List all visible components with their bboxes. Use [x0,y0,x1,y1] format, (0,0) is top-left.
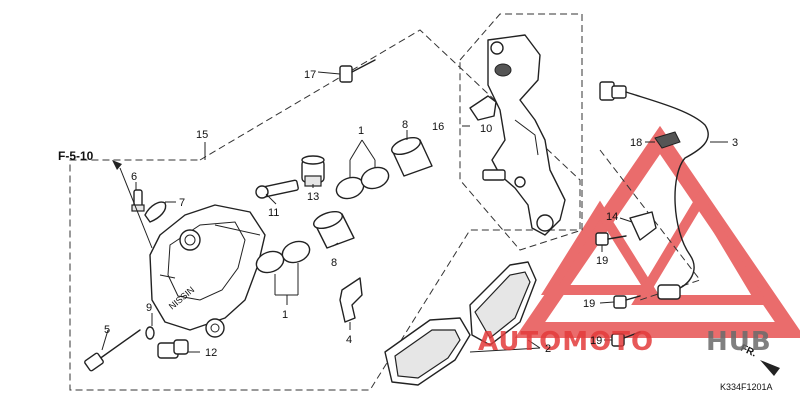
bleeder-cap [144,201,167,223]
retainer-clip [469,95,497,121]
slide-pin [255,179,299,199]
bracket-bolt [339,59,376,83]
piston-seals-lower [255,240,311,274]
callout-12: 12 [205,347,217,359]
callouts: 1 1 2 3 4 5 6 7 8 8 9 10 11 12 13 14 15 … [104,69,738,359]
watermark-text-grey: HUB [706,327,772,357]
boot [145,326,155,340]
callout-19-lower: 19 [590,335,602,347]
piston-upper [391,136,433,177]
callout-14: 14 [606,211,618,223]
pad-spring [339,277,363,323]
caliper-body: NISSIN [149,204,266,338]
callout-15: 15 [196,129,208,141]
watermark-text-red: AUTOMOTO [478,327,654,357]
brake-pads [384,261,537,386]
callout-3: 3 [732,137,738,149]
wire-clamp [654,131,681,149]
leader-lines [101,71,728,353]
callout-19-upper: 19 [596,255,608,267]
pin-boot [301,155,325,187]
callout-5: 5 [104,324,110,336]
callout-1-lower: 1 [282,309,288,321]
callout-18: 18 [630,137,642,149]
drawing-code: K334F1201A [720,382,773,392]
callout-10: 10 [480,123,492,135]
callout-11: 11 [268,207,279,219]
piston-seals-upper [335,166,390,200]
sensor-stay [629,211,657,241]
bleeder-valve [131,189,145,212]
wheel-speed-sensor [599,81,709,300]
reference-label: F-5-10 [58,149,94,163]
callout-9: 9 [146,302,152,314]
callout-19-middle: 19 [583,298,595,310]
caliper-assembly-boundary [69,29,581,391]
callout-13: 13 [307,191,319,203]
callout-4: 4 [346,334,352,346]
bracket-assembly-boundary [459,13,583,251]
caliper-bracket [482,34,566,236]
pin-bolt [84,329,141,372]
callout-6: 6 [131,171,137,183]
sensor-bolts [595,232,641,347]
callout-8-lower: 8 [331,257,337,269]
callout-16: 16 [432,121,444,133]
callout-2: 2 [545,343,551,355]
watermark-logo [514,125,800,338]
piston-lower [313,210,355,249]
pin-bolt-12 [157,339,189,359]
callout-8-upper: 8 [402,119,408,131]
watermark-text: AUTOMOTO HUB [478,327,772,357]
callout-7: 7 [179,197,185,209]
callout-17: 17 [304,69,316,81]
callout-1-upper: 1 [358,125,364,137]
